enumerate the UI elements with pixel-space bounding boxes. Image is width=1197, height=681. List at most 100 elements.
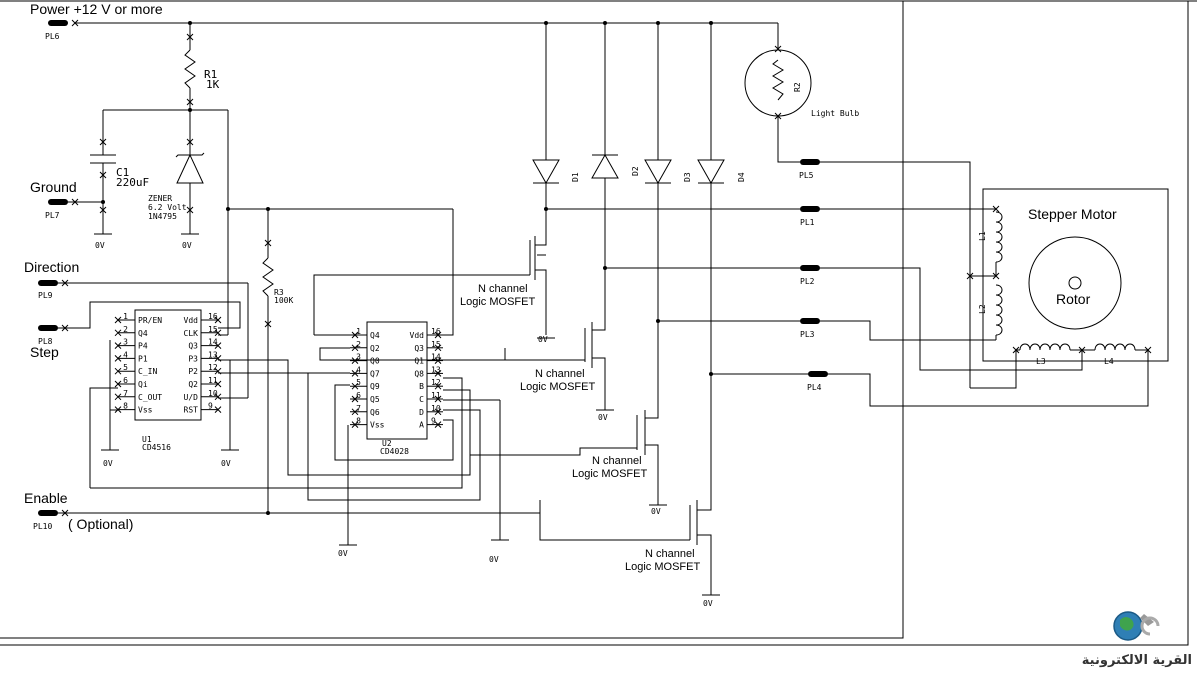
pl1-label: PL1 [800, 218, 815, 227]
step-label: Step [30, 344, 59, 360]
u1-pin-terminal [214, 406, 222, 413]
u1-pin-name: PR/EN [138, 316, 162, 325]
zener-diode: ZENER 6.2 Volt 1N4795 0V [148, 110, 205, 250]
ic-interconnect [90, 274, 513, 501]
connector-pl10: Enable PL10 ( Optional) [24, 490, 690, 541]
zener-label-3: 1N4795 [148, 212, 177, 221]
mosfet-4: N channel Logic MOSFET 0V [625, 485, 720, 608]
ground-0v-m4: 0V [703, 599, 713, 608]
pl6-label: PL6 [45, 32, 60, 41]
mosfet-2-label-1: N channel [535, 368, 585, 380]
u2-pin-number: 8 [356, 417, 361, 426]
pl7-label: PL7 [45, 211, 60, 220]
pl3-label: PL3 [800, 330, 815, 339]
u2-pin-number: 15 [431, 340, 441, 349]
zener-label-1: ZENER [148, 194, 172, 203]
u1-pin-name: Q3 [188, 342, 198, 351]
l4-label: L4 [1104, 357, 1114, 366]
u2-pin-number: 2 [356, 340, 361, 349]
c1-name: C1 [116, 166, 129, 179]
power-rail [75, 21, 778, 25]
capacitor-c1: C1 220uF 0V [90, 110, 149, 250]
ground-0v-m1: 0V [538, 335, 548, 344]
u1-pin-name: U/D [184, 393, 199, 402]
u2-pin-terminal [351, 331, 359, 339]
resistor-r1: R1 1K [184, 23, 220, 110]
u1-pin-name: P4 [138, 342, 148, 351]
u2-pin-name: Q5 [370, 395, 380, 404]
connector-pl2: PL2 [603, 265, 1083, 371]
u1-name: U1 [142, 435, 152, 444]
u2-pin-terminal [434, 357, 442, 364]
u1-pin-name: P3 [188, 354, 198, 363]
u1-pin-number: 4 [123, 350, 128, 359]
ground-0v-u2b: 0V [489, 555, 499, 564]
ground-0v-u2: 0V [338, 549, 348, 558]
u1-pin-number: 9 [208, 402, 213, 411]
u2-pin-terminal [351, 421, 359, 428]
u1-pin-number: 5 [123, 363, 128, 372]
ground-0v-c1: 0V [95, 241, 105, 250]
u2-pin-number: 13 [431, 365, 441, 374]
u1-part: CD4516 [142, 443, 171, 452]
mosfet-4-label-2: Logic MOSFET [625, 561, 700, 573]
u2-pin-name: Q1 [414, 357, 424, 366]
u2-pin-number: 16 [431, 327, 441, 336]
u1-pin-terminal [214, 342, 222, 349]
u2-pin-name: Q9 [370, 382, 380, 391]
direction-label: Direction [24, 259, 79, 275]
r1-node-wires [103, 108, 453, 335]
u2-pin-name: Q4 [370, 331, 380, 340]
u1-pin-name: C_IN [138, 367, 157, 376]
rotor-circle [1028, 236, 1122, 330]
mosfet-2: N channel Logic MOSFET 0V [504, 310, 614, 422]
pl5-label: PL5 [799, 171, 814, 180]
power-label: Power +12 V or more [30, 1, 163, 17]
u2-pin-name: C [419, 395, 424, 404]
l2-label: L2 [978, 304, 987, 314]
connector-pl1: PL1 [544, 206, 996, 227]
u1-pin-number: 15 [208, 325, 218, 334]
u1-pin-number: 10 [208, 389, 218, 398]
u2-part: CD4028 [380, 447, 409, 456]
u2-pin-name: D [419, 408, 424, 417]
d1-label: D1 [571, 172, 580, 182]
u1-pin-terminal [114, 342, 122, 349]
mosfet-2-label-2: Logic MOSFET [520, 381, 595, 393]
u1-pin-name: P1 [138, 354, 148, 363]
u2-pin-name: Q8 [414, 369, 424, 378]
u1-pin-name: Q2 [188, 380, 198, 389]
u1-pin-number: 11 [208, 376, 218, 385]
u2-pin-terminal [434, 421, 442, 428]
u2-pin-number: 10 [431, 404, 441, 413]
u1-pin-number: 1 [123, 312, 128, 321]
pl10-label: PL10 [33, 522, 52, 531]
u1-pin-terminal [114, 380, 122, 388]
u1-pin-name: P2 [188, 367, 198, 376]
stepper-motor: Stepper Motor Rotor L1 L2 L3 L4 [966, 188, 1169, 389]
mosfet-4-label-1: N channel [645, 548, 695, 560]
mosfet-1-label-1: N channel [478, 283, 528, 295]
r1-name: R1 [204, 68, 217, 81]
connector-pl5: PL5 [799, 159, 971, 388]
r3-name: R3 [274, 288, 284, 297]
light-bulb-label: Light Bulb [811, 109, 859, 118]
u1-pin-number: 6 [123, 376, 128, 385]
ground-0v-m3: 0V [651, 507, 661, 516]
u1-pin-terminal [114, 316, 122, 324]
u2-pin-name: Q0 [370, 357, 380, 366]
r1-value: 1K [206, 78, 220, 91]
pl2-label: PL2 [800, 277, 815, 286]
u2-pin-name: Q6 [370, 408, 380, 417]
u1-pin-name: Q4 [138, 329, 148, 338]
optional-label: ( Optional) [68, 516, 133, 532]
connector-pl6: Power +12 V or more PL6 [30, 1, 163, 41]
u2-pin-name: Q3 [414, 344, 424, 353]
u2-pin-name: Vss [370, 421, 385, 430]
u1-pin-number: 13 [208, 350, 218, 359]
u2-pin-terminal [434, 408, 442, 416]
light-bulb: R2 Light Bulb [744, 23, 859, 163]
